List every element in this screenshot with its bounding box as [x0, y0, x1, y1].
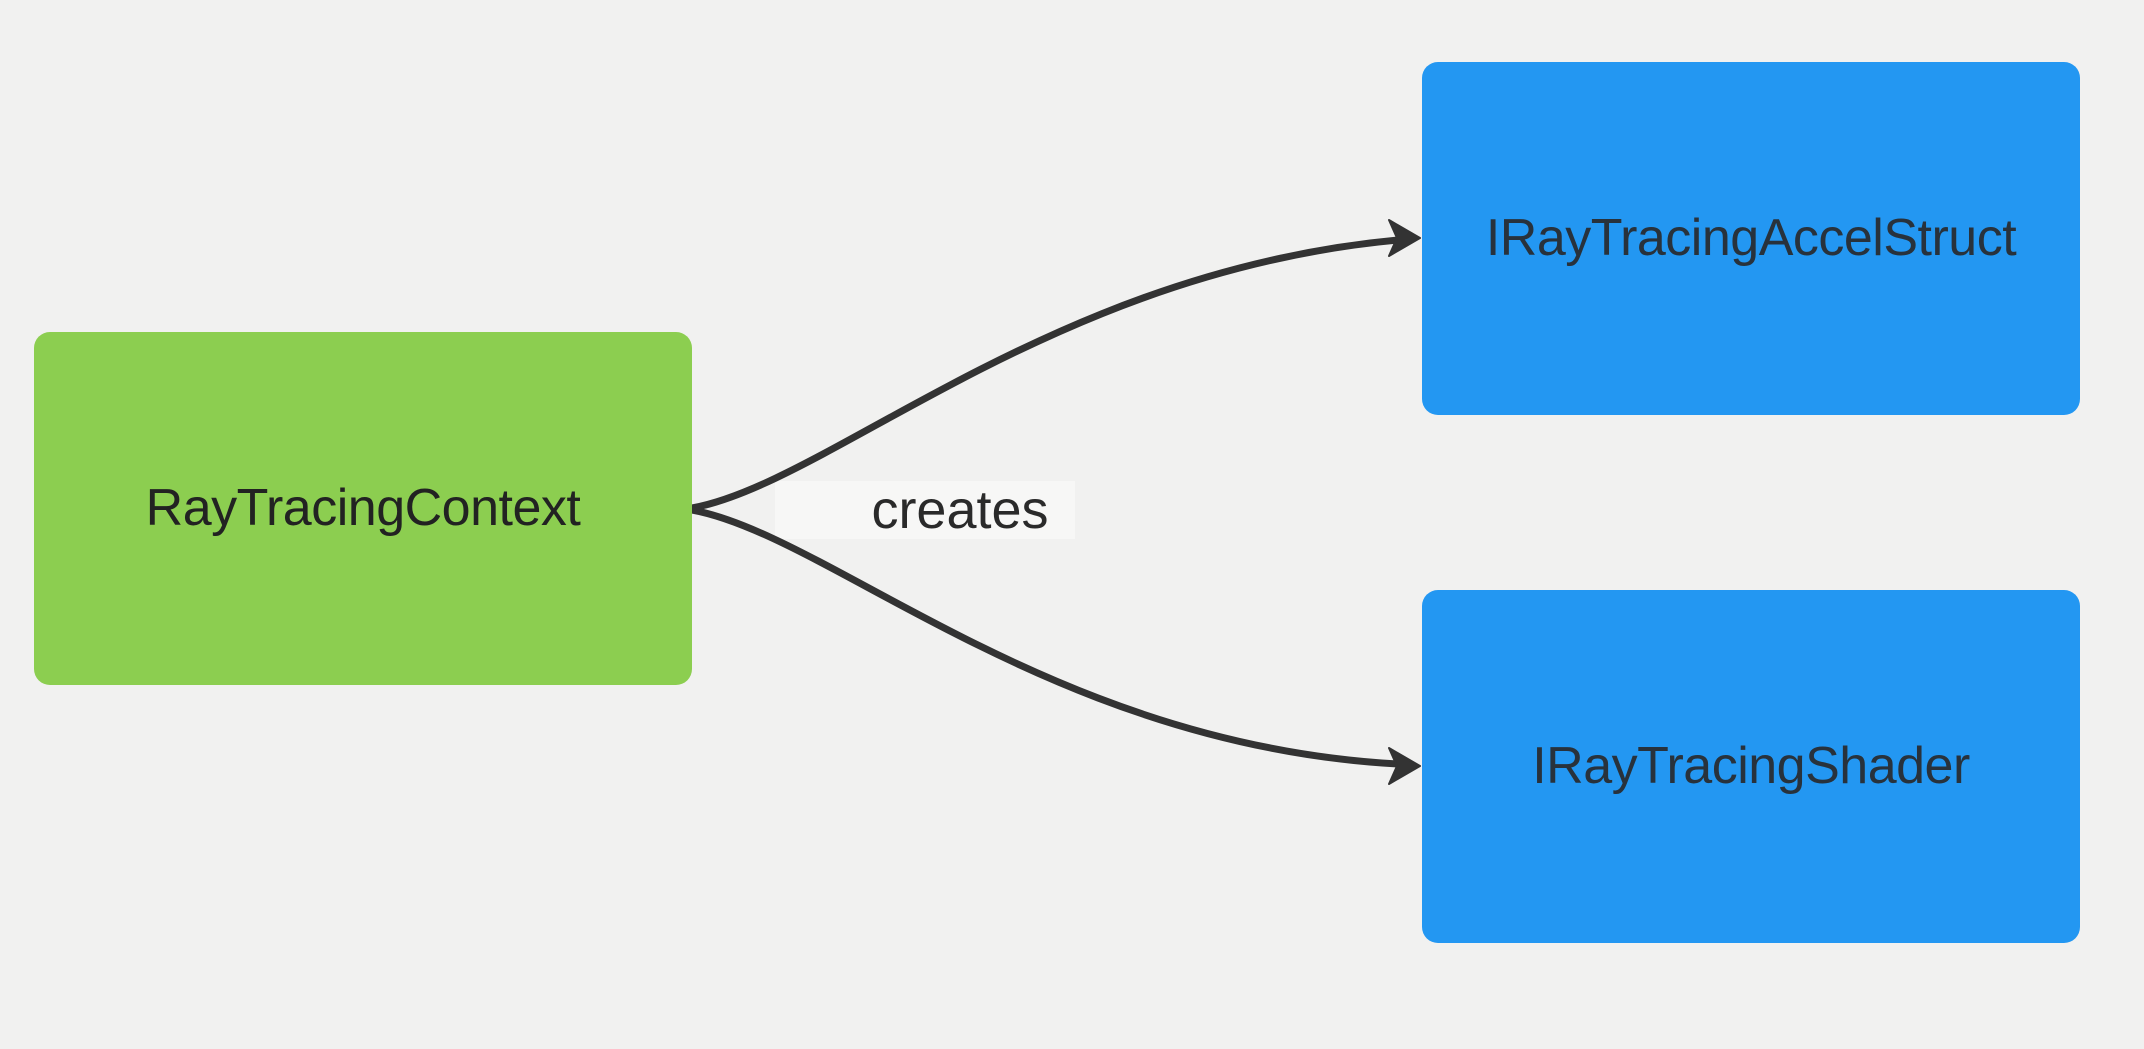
arrowhead-to-shader-icon [1388, 747, 1421, 785]
node-iraytracingshader: IRayTracingShader [1422, 590, 2080, 943]
node-raytracingcontext-label: RayTracingContext [145, 479, 581, 538]
edge-to-shader [688, 506, 1402, 768]
edge-label-background [775, 481, 1075, 539]
arrowhead-to-accelstruct-icon [1388, 219, 1421, 257]
node-iraytracingaccelstruct-label: IRayTracingAccelStruct [1485, 209, 2017, 268]
node-iraytracingshader-label: IRayTracingShader [1532, 737, 1970, 796]
edge-label-creates: creates [871, 480, 1049, 540]
node-iraytracingaccelstruct: IRayTracingAccelStruct [1422, 62, 2080, 415]
node-raytracingcontext: RayTracingContext [34, 332, 692, 685]
edge-to-accelstruct [688, 236, 1402, 512]
